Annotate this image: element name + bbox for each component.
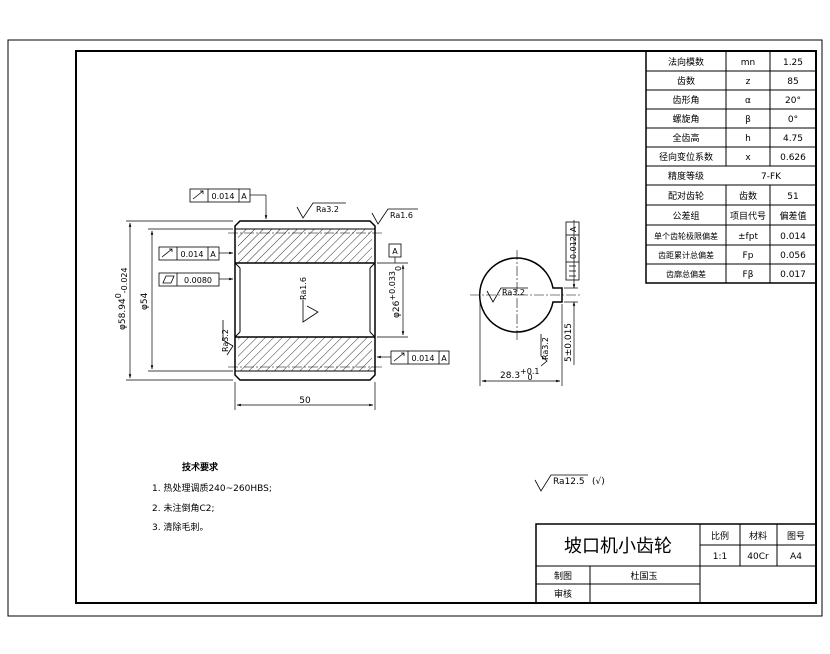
param-name-3: 螺旋角 <box>672 113 699 125</box>
checked-label: 审核 <box>554 588 572 600</box>
tol-key-datum: A <box>569 226 578 232</box>
tol-key-value: 0.012 <box>569 236 578 259</box>
tol-name-0: 单个齿轮极限偏差 <box>654 231 718 241</box>
outer-frame <box>7 39 823 617</box>
param-symbol-1: z <box>746 77 751 87</box>
material-label: 材料 <box>749 530 767 542</box>
param-name-2: 齿形角 <box>672 94 699 106</box>
scale-value: 1:1 <box>713 552 727 562</box>
tol-group-label: 公差组 <box>672 210 699 222</box>
tol-name-1: 齿距累计总偏差 <box>658 250 714 260</box>
datum-a-marker: A <box>388 243 402 258</box>
requirement-item-2: 2. 未注倒角C2; <box>152 502 215 514</box>
accuracy-label: 精度等级 <box>668 170 704 182</box>
dim-inner-diameter: φ54 <box>140 292 150 310</box>
tolerance-frame-key: A 0.012 <box>565 221 580 281</box>
ra-bore-text: Ra1.6 <box>299 277 308 300</box>
mate-value: 51 <box>787 192 798 202</box>
tol-symbol-1: Fp <box>743 251 754 261</box>
drawing-border <box>75 50 817 604</box>
accuracy-value: 7-FK <box>761 172 782 182</box>
drawing-no-label: 图号 <box>787 531 805 542</box>
tol-value-1: 0.056 <box>780 251 806 261</box>
param-name-4: 全齿高 <box>672 132 699 144</box>
mate-key: 齿数 <box>739 190 757 202</box>
ra-keyway-text: Ra3.2 <box>502 288 525 297</box>
tol-left1-datum: A <box>210 250 216 259</box>
param-symbol-0: mn <box>741 58 755 68</box>
title-block: 坡口机小齿轮 比例 材料 图号 1:1 40Cr A4 制图 杜国玉 审核 <box>535 523 817 604</box>
param-value-0: 1.25 <box>783 58 803 68</box>
tol-value-header: 偏差值 <box>779 210 806 222</box>
dim-bore-diameter: φ26+0.0330 <box>388 266 403 318</box>
tol-name-2: 齿廓总偏差 <box>666 269 706 279</box>
tolerance-frame-bottom: 0.014 A <box>390 350 450 365</box>
param-symbol-2: α <box>745 96 751 106</box>
tol-symbol-2: Fβ <box>743 270 754 280</box>
param-value-3: 0° <box>788 115 798 125</box>
tol-symbol-0: ±fpt <box>738 232 758 242</box>
ra-general-text: Ra12.5 <box>553 477 585 487</box>
ra-general-suffix: (√) <box>592 476 605 487</box>
technical-requirements: 技术要求 1. 热处理调质240~260HBS; 2. 未注倒角C2; 3. 清… <box>152 461 272 533</box>
ra-left-text: Ra3.2 <box>221 329 230 352</box>
general-roughness: Ra12.5 (√) <box>534 474 605 492</box>
dim-key-width: 5±0.015 <box>564 323 574 362</box>
tolerance-frame-left1: 0.014 A <box>158 246 220 261</box>
drawn-by-value: 杜国玉 <box>630 570 657 582</box>
main-view-dimensions <box>126 194 408 410</box>
drawn-by-label: 制图 <box>554 570 572 582</box>
tolerance-frame-left2: 0.0080 <box>158 272 220 287</box>
dim-outer-diameter: φ58.940-0.024 <box>114 267 129 330</box>
roughness-bore: Ra1.6 <box>299 277 319 323</box>
ra-top1-text: Ra3.2 <box>316 205 339 214</box>
tol-left1-value: 0.014 <box>181 250 204 259</box>
param-symbol-5: x <box>745 153 751 163</box>
material-value: 40Cr <box>747 552 769 562</box>
part-name: 坡口机小齿轮 <box>564 536 672 557</box>
dim-width: 50 <box>299 396 311 406</box>
param-symbol-4: h <box>745 134 751 144</box>
tol-code-header: 项目代号 <box>730 211 766 222</box>
ra-top2-text: Ra1.6 <box>390 211 413 220</box>
tol-left2-value: 0.0080 <box>184 276 212 285</box>
param-value-5: 0.626 <box>780 153 806 163</box>
roughness-top1: Ra3.2 <box>296 202 346 219</box>
roughness-key-side: Ra3.2 <box>540 334 550 367</box>
keyway-dimensions <box>479 220 578 386</box>
gear-section-view <box>228 220 382 381</box>
tolerance-frame-top: 0.014 A <box>189 188 251 203</box>
ra-key-side-text: Ra3.2 <box>541 337 550 360</box>
requirement-item-1: 1. 热处理调质240~260HBS; <box>152 482 272 494</box>
param-value-4: 4.75 <box>783 134 803 144</box>
roughness-top2: Ra1.6 <box>371 208 418 225</box>
parameter-table: 法向模数 mn 1.25 齿数 z 85 齿形角 α 20° 螺旋角 β 0° … <box>645 50 817 284</box>
param-name-1: 齿数 <box>677 75 695 87</box>
tol-top-value: 0.014 <box>212 192 235 201</box>
tol-top-datum: A <box>241 192 247 201</box>
param-value-1: 85 <box>787 77 798 87</box>
param-name-0: 法向模数 <box>668 56 704 68</box>
roughness-left: Ra3.2 <box>221 320 234 356</box>
requirement-item-3: 3. 清除毛刺。 <box>152 521 208 533</box>
param-value-2: 20° <box>785 96 801 106</box>
mate-label: 配对齿轮 <box>668 190 704 202</box>
keyway-view: Ra3.2 <box>470 250 580 340</box>
tol-bottom-value: 0.014 <box>412 354 435 363</box>
tol-value-0: 0.014 <box>780 232 806 242</box>
tol-value-2: 0.017 <box>780 270 806 280</box>
scale-label: 比例 <box>711 530 729 542</box>
param-name-5: 径向变位系数 <box>659 151 713 163</box>
param-symbol-3: β <box>745 115 751 125</box>
datum-a-label: A <box>392 247 398 256</box>
drawing-no-value: A4 <box>790 552 802 562</box>
requirements-title: 技术要求 <box>182 461 219 473</box>
tol-bottom-datum: A <box>441 354 447 363</box>
